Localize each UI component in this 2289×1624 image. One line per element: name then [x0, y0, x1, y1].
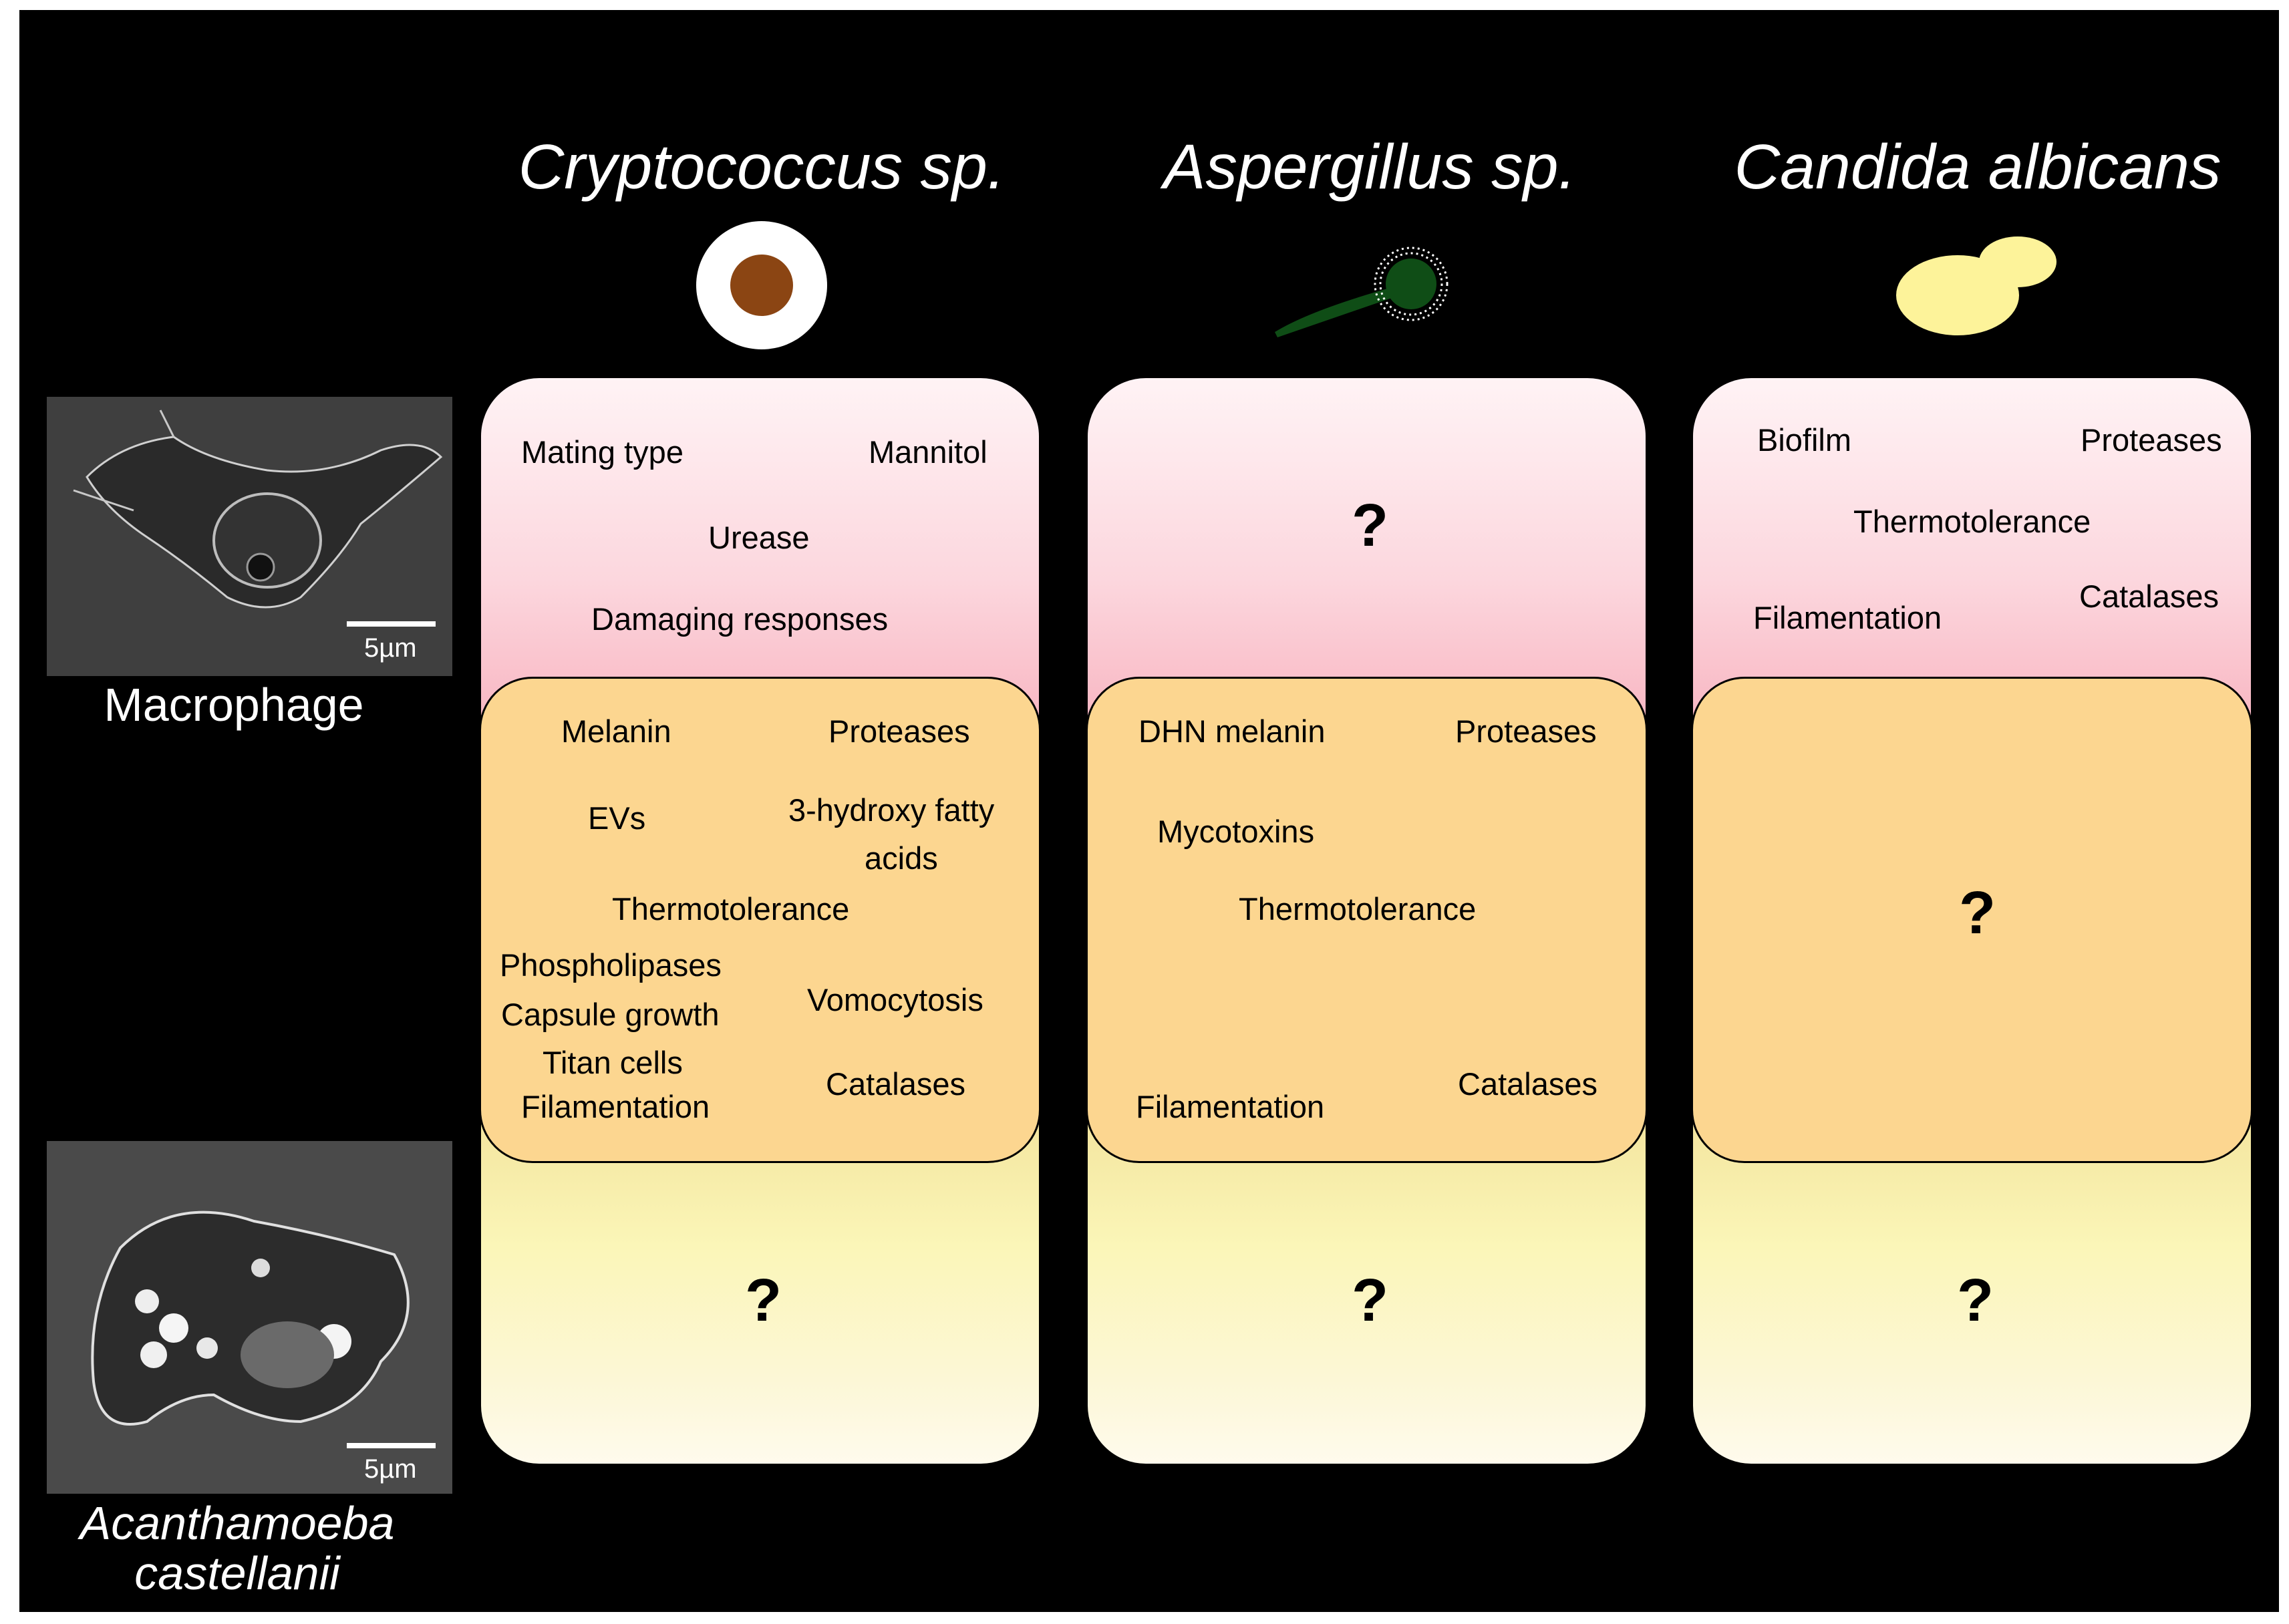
aspergillus-conidiophore-icon: [1275, 247, 1448, 337]
candida-column: Biofilm Proteases Thermotolerance Filame…: [1691, 376, 2253, 1466]
factor-filamentation: Filamentation: [521, 1089, 710, 1124]
factor-3-hydroxy-fatty: 3-hydroxy fatty: [788, 792, 995, 828]
title-candida: Candida albicans: [1734, 132, 2222, 202]
macrophage-scale-bar: [347, 621, 436, 627]
cryptococcus-cell-icon: [696, 221, 827, 349]
candida-shared-zone: ?: [1693, 677, 2251, 1163]
amoeba-scale-label: 5µm: [364, 1454, 417, 1484]
factor-mycotoxins: Mycotoxins: [1157, 814, 1315, 849]
amoeba-label-line1: Acanthamoeba: [80, 1497, 395, 1549]
factor-urease: Urease: [708, 520, 810, 555]
factor-proteases: Proteases: [2081, 422, 2222, 458]
factor-catalases: Catalases: [1458, 1066, 1597, 1102]
factor-vomocytosis: Vomocytosis: [807, 982, 983, 1017]
aspergillus-column: ? DHN melanin Proteases Mycotoxins Therm…: [1086, 376, 1648, 1466]
factor-capsule-growth: Capsule growth: [501, 997, 720, 1032]
factor-phospholipases: Phospholipases: [500, 947, 722, 983]
factor-filamentation: Filamentation: [1753, 600, 1942, 635]
factor-filamentation: Filamentation: [1136, 1089, 1325, 1124]
factor-proteases: Proteases: [828, 713, 970, 749]
aspergillus-macrophage-unknown: ?: [1352, 492, 1388, 559]
amoeba-label-line2: castellanii: [134, 1547, 340, 1599]
factor-catalases: Catalases: [826, 1066, 965, 1102]
amoeba-micrograph: [47, 1141, 452, 1494]
candida-shared-unknown: ?: [1959, 880, 1996, 947]
title-aspergillus: Aspergillus sp.: [1163, 132, 1576, 202]
factor-thermotolerance: Thermotolerance: [1853, 504, 2091, 539]
factor-titan-cells: Titan cells: [543, 1045, 683, 1080]
factor-damaging-responses: Damaging responses: [591, 601, 889, 637]
factor-acids: acids: [865, 840, 938, 876]
factor-catalases: Catalases: [2079, 579, 2219, 614]
candida-amoeba-unknown: ?: [1957, 1267, 1994, 1334]
factor-proteases: Proteases: [1455, 713, 1597, 749]
factor-dhn-melanin: DHN melanin: [1138, 713, 1326, 749]
factor-thermotolerance: Thermotolerance: [612, 891, 850, 927]
title-cryptococcus: Cryptococcus sp.: [518, 132, 1006, 202]
factor-evs: EVs: [588, 800, 646, 836]
factor-melanin: Melanin: [561, 713, 671, 749]
macrophage-label: Macrophage: [104, 679, 364, 731]
aspergillus-shared-zone: DHN melanin Proteases Mycotoxins Thermot…: [1088, 677, 1646, 1163]
cryptococcus-column: Mating type Mannitol Urease Damaging res…: [479, 376, 1041, 1466]
candida-yeast-icon: [1896, 236, 2056, 335]
macrophage-scale-label: 5µm: [364, 633, 417, 663]
factor-biofilm: Biofilm: [1757, 422, 1852, 458]
aspergillus-amoeba-unknown: ?: [1352, 1267, 1388, 1334]
factor-thermotolerance: Thermotolerance: [1239, 891, 1477, 927]
macrophage-micrograph: [47, 397, 452, 676]
cryptococcus-amoeba-unknown: ?: [745, 1267, 782, 1334]
cryptococcus-shared-zone: Melanin Proteases EVs 3-hydroxy fatty ac…: [481, 677, 1039, 1163]
factor-mating-type: Mating type: [521, 434, 683, 470]
factor-mannitol: Mannitol: [869, 434, 987, 470]
amoeba-scale-bar: [347, 1443, 436, 1448]
